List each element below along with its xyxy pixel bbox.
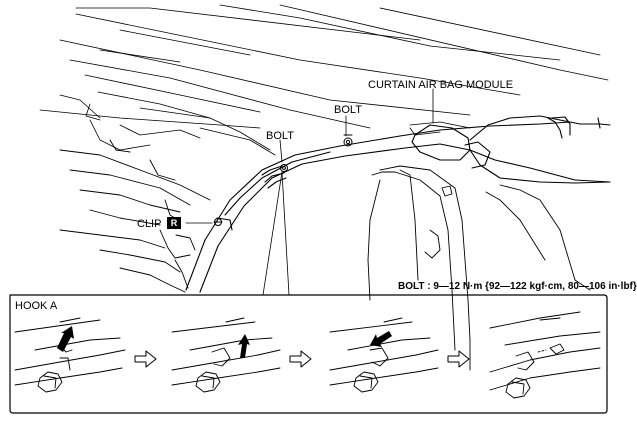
clip-fastener <box>213 218 223 226</box>
bolt-right-label: BOLT <box>334 104 362 116</box>
step-arrow-2-icon <box>289 350 312 368</box>
hook-a-title: HOOK A <box>15 300 58 312</box>
push-arrow-1 <box>57 326 74 352</box>
curtain-airbag-module <box>185 121 611 293</box>
step-arrow-3-icon <box>447 350 470 368</box>
push-arrow-2 <box>238 334 250 358</box>
left-body-structure <box>59 139 211 293</box>
curtain-airbag-module-label: CURTAIN AIR BAG MODULE <box>368 79 514 91</box>
step-arrow-1-icon <box>134 350 157 368</box>
hook-step-4 <box>489 311 601 399</box>
bolt-left-label: BOLT <box>266 130 294 142</box>
hook-step-1 <box>14 317 126 393</box>
bolt-torque-spec: BOLT : 9—12 N·m {92—122 kgf·cm, 80—106 i… <box>398 281 637 292</box>
leader-lines <box>185 88 434 296</box>
right-pillar-structure <box>367 165 591 371</box>
roof-panel-lines <box>39 4 609 156</box>
clip-r-badge: R <box>167 217 181 229</box>
bolt-left <box>280 164 288 172</box>
hook-step-3 <box>329 317 439 393</box>
hook-detail-frame <box>9 294 608 414</box>
clip-label: CLIP <box>137 218 162 230</box>
hook-step-2 <box>171 317 281 393</box>
airbag-installation-diagram: CURTAIN AIR BAG MODULE BOLT BOLT CLIP R … <box>9 4 637 414</box>
push-arrow-3 <box>370 331 392 347</box>
diagram-canvas <box>9 4 611 414</box>
technician-hand <box>411 115 611 184</box>
bolt-right <box>343 134 353 147</box>
